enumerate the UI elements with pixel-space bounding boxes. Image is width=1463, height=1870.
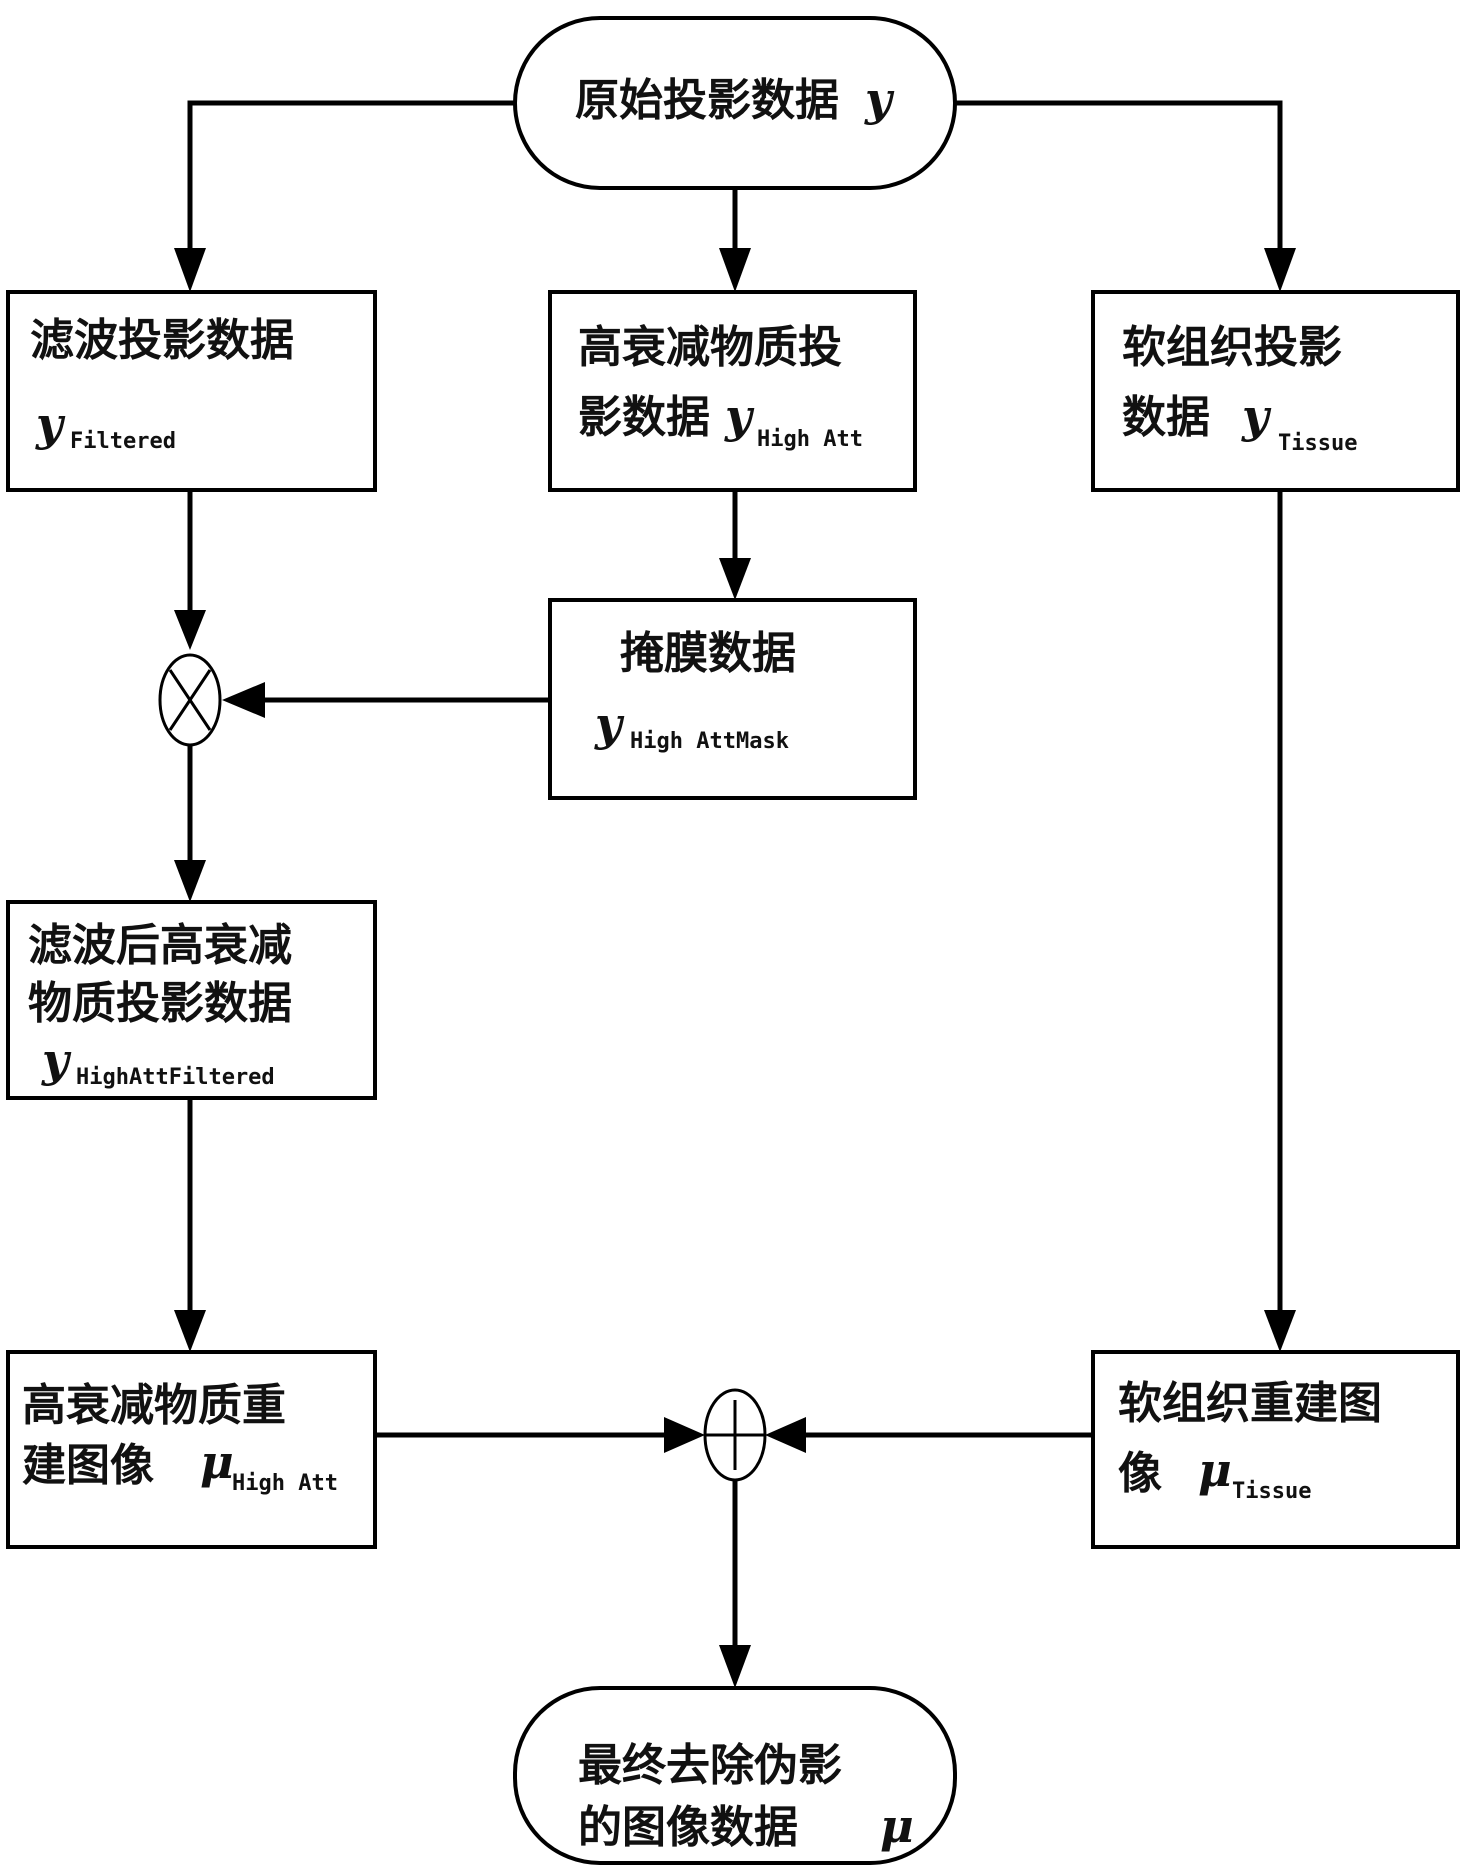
node-tr-label-2: 像 bbox=[1118, 1448, 1162, 1499]
node-tissue-label-2: 数据 bbox=[1122, 392, 1210, 443]
arrow-head bbox=[174, 1310, 206, 1352]
node-high-att-label-2: 影数据 bbox=[578, 392, 710, 443]
node-tissue-recon[interactable]: 软组织重建图 像 μ Tissue bbox=[1091, 1350, 1460, 1549]
arrow-head bbox=[1264, 1310, 1296, 1352]
arrow-head bbox=[719, 1645, 751, 1688]
node-haf-sub: HighAttFiltered bbox=[76, 1065, 275, 1090]
edge-start-tissue bbox=[955, 100, 1283, 270]
arrow-head bbox=[719, 558, 751, 600]
node-har-var: μ bbox=[200, 1435, 234, 1489]
node-mask[interactable]: 掩膜数据 y High AttMask bbox=[548, 598, 917, 800]
node-tissue-sub: Tissue bbox=[1278, 431, 1357, 456]
node-mask-var: y bbox=[594, 697, 625, 751]
node-har-sub: High Att bbox=[232, 1471, 338, 1496]
node-filtered-var: y bbox=[35, 397, 66, 451]
arrow-head bbox=[174, 610, 206, 650]
node-haf-label-1: 滤波后高衰减 bbox=[28, 920, 292, 971]
node-tr-label-1: 软组织重建图 bbox=[1118, 1378, 1382, 1429]
node-tissue-label-1: 软组织投影 bbox=[1122, 322, 1342, 373]
node-final[interactable]: 最终去除伪影 的图像数据 μ bbox=[513, 1686, 957, 1865]
node-high-att-label-1: 高衰减物质投 bbox=[578, 322, 842, 373]
node-high-att-filtered[interactable]: 滤波后高衰减 物质投影数据 y HighAttFiltered bbox=[6, 900, 377, 1100]
node-high-att[interactable]: 高衰减物质投 影数据 y High Att bbox=[548, 290, 917, 492]
arrow-head bbox=[664, 1417, 705, 1453]
edge-start-filtered bbox=[187, 100, 515, 270]
node-high-att-var: y bbox=[724, 389, 755, 443]
node-tr-var: μ bbox=[1198, 1443, 1232, 1497]
add-operator bbox=[703, 1388, 767, 1482]
node-mask-label: 掩膜数据 bbox=[620, 628, 796, 679]
arrow-head bbox=[174, 860, 206, 902]
node-tissue-var: y bbox=[1241, 389, 1272, 443]
arrow-head bbox=[765, 1417, 806, 1453]
node-tr-sub: Tissue bbox=[1232, 1479, 1311, 1504]
node-filtered-label: 滤波投影数据 bbox=[30, 315, 294, 366]
node-filtered-sub: Filtered bbox=[70, 429, 176, 454]
node-filtered[interactable]: 滤波投影数据 y Filtered bbox=[6, 290, 377, 492]
node-high-att-sub: High Att bbox=[757, 427, 863, 452]
arrow-head bbox=[174, 248, 206, 292]
node-high-att-recon[interactable]: 高衰减物质重 建图像 μ High Att bbox=[6, 1350, 377, 1549]
node-start-label: 原始投影数据 bbox=[575, 75, 839, 126]
node-mask-sub: High AttMask bbox=[630, 729, 789, 754]
node-final-label-1: 最终去除伪影 bbox=[578, 1740, 842, 1791]
node-start[interactable]: 原始投影数据 y bbox=[513, 16, 957, 190]
multiply-operator bbox=[158, 653, 222, 747]
node-tissue[interactable]: 软组织投影 数据 y Tissue bbox=[1091, 290, 1460, 492]
arrow-head bbox=[719, 248, 751, 292]
node-har-label-1: 高衰减物质重 bbox=[22, 1380, 286, 1431]
node-har-label-2: 建图像 bbox=[22, 1440, 154, 1491]
node-final-var: μ bbox=[880, 1799, 914, 1853]
node-haf-var: y bbox=[41, 1033, 72, 1087]
arrow-head bbox=[1264, 248, 1296, 292]
node-start-var: y bbox=[864, 72, 895, 126]
node-haf-label-2: 物质投影数据 bbox=[28, 978, 292, 1029]
node-final-label-2: 的图像数据 bbox=[578, 1802, 798, 1853]
arrow-head bbox=[222, 682, 265, 718]
